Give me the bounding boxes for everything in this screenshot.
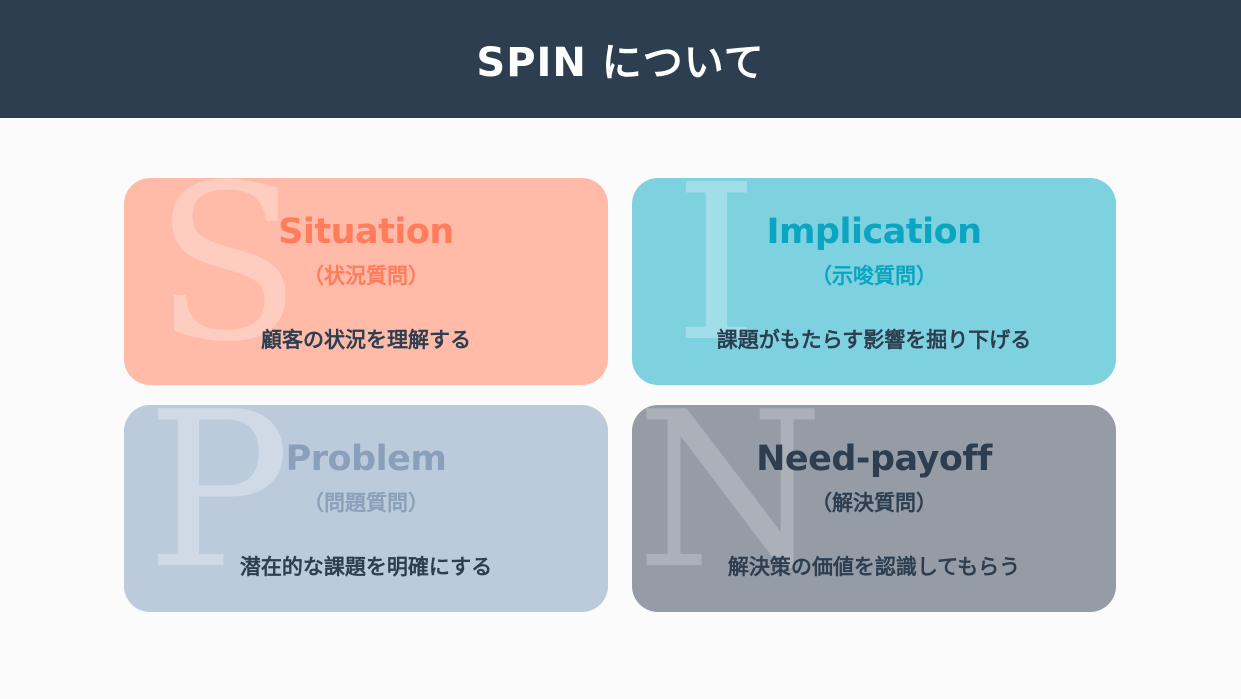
card-description: 潜在的な課題を明確にする bbox=[239, 555, 493, 579]
card-description: 顧客の状況を理解する bbox=[261, 328, 471, 352]
card-letter-watermark: I bbox=[674, 178, 759, 385]
card-subtitle: （状況質問） bbox=[303, 264, 429, 288]
page-title: SPIN について bbox=[476, 40, 765, 86]
card-title: Problem bbox=[285, 439, 447, 479]
card-need-payoff: N Need-payoff （解決質問） 解決策の価値を認識してもらう bbox=[632, 405, 1116, 612]
card-subtitle: （解決質問） bbox=[811, 491, 937, 515]
card-letter-watermark: S bbox=[154, 178, 302, 385]
card-problem: P Problem （問題質問） 潜在的な課題を明確にする bbox=[124, 405, 608, 612]
card-letter-watermark: P bbox=[146, 405, 291, 612]
card-subtitle: （示唆質問） bbox=[811, 264, 937, 288]
card-title: Need-payoff bbox=[756, 439, 992, 479]
card-situation: S Situation （状況質問） 顧客の状況を理解する bbox=[124, 178, 608, 385]
card-letter-watermark: N bbox=[636, 405, 825, 612]
card-description: 解決策の価値を認識してもらう bbox=[727, 555, 1021, 579]
card-title: Situation bbox=[278, 212, 454, 252]
card-description: 課題がもたらす影響を掘り下げる bbox=[716, 328, 1032, 352]
card-title: Implication bbox=[766, 212, 982, 252]
card-implication: I Implication （示唆質問） 課題がもたらす影響を掘り下げる bbox=[632, 178, 1116, 385]
card-subtitle: （問題質問） bbox=[303, 491, 429, 515]
header-bar: SPIN について bbox=[0, 0, 1241, 118]
